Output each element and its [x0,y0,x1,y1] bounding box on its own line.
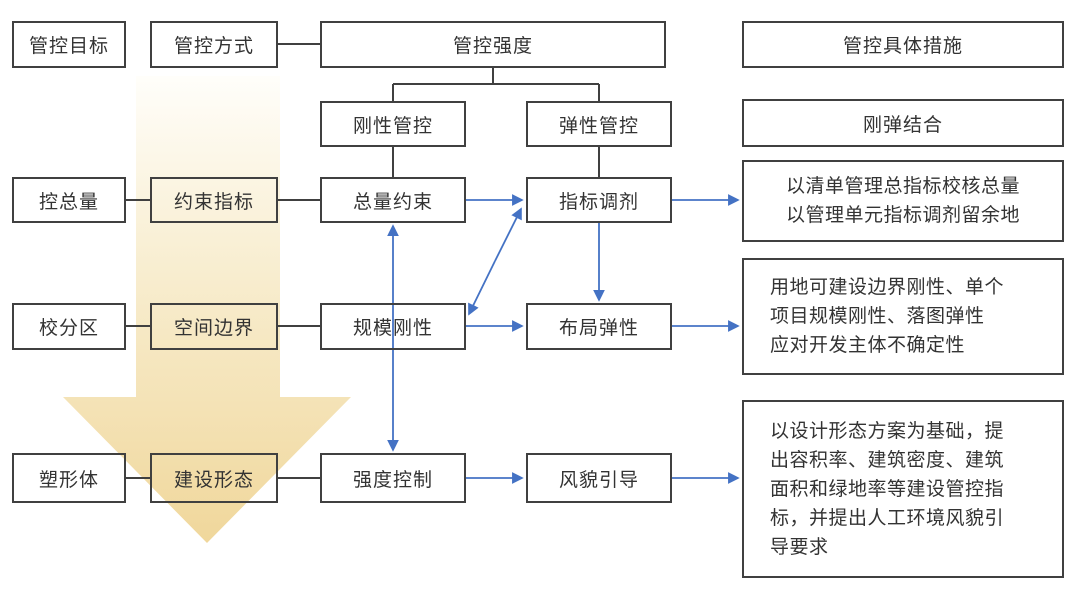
arrow-diagonal-to-adjust [494,207,522,262]
node-goal-zoning: 校分区 [12,303,126,350]
downward-flow-arrow [63,76,351,543]
blue-arrows [387,194,740,484]
gray-connectors [126,43,600,479]
arrow-diagonal-to-scale [468,260,496,316]
node-style-guidance: 风貌引导 [526,453,672,503]
node-control-goal-header: 管控目标 [12,21,126,68]
node-control-mode-header: 管控方式 [150,21,278,68]
node-scale-rigidity: 规模刚性 [320,303,466,350]
node-goal-total: 控总量 [12,177,126,223]
node-layout-flexibility: 布局弹性 [526,303,672,350]
measure-box-zoning: 用地可建设边界刚性、单个 项目规模刚性、落图弹性 应对开发主体不确定性 [742,258,1064,375]
node-rigid-control: 刚性管控 [320,101,466,147]
node-control-strength-header: 管控强度 [320,21,666,68]
measure-box-total: 以清单管理总指标校核总量 以管理单元指标调剂留余地 [742,160,1064,242]
node-rigid-flex-combined: 刚弹结合 [742,99,1064,147]
measure-box-built-form: 以设计形态方案为基础，提 出容积率、建筑密度、建筑 面积和绿地率等建设管控指 标… [742,400,1064,578]
node-flexible-control: 弹性管控 [526,101,672,147]
node-mode-constraint-index: 约束指标 [150,177,278,223]
node-intensity-control: 强度控制 [320,453,466,503]
node-goal-built-form: 塑形体 [12,453,126,503]
node-total-constraint: 总量约束 [320,177,466,223]
node-control-measures-header: 管控具体措施 [742,21,1064,68]
node-index-adjustment: 指标调剂 [526,177,672,223]
node-mode-spatial-boundary: 空间边界 [150,303,278,350]
node-mode-construction-form: 建设形态 [150,453,278,503]
